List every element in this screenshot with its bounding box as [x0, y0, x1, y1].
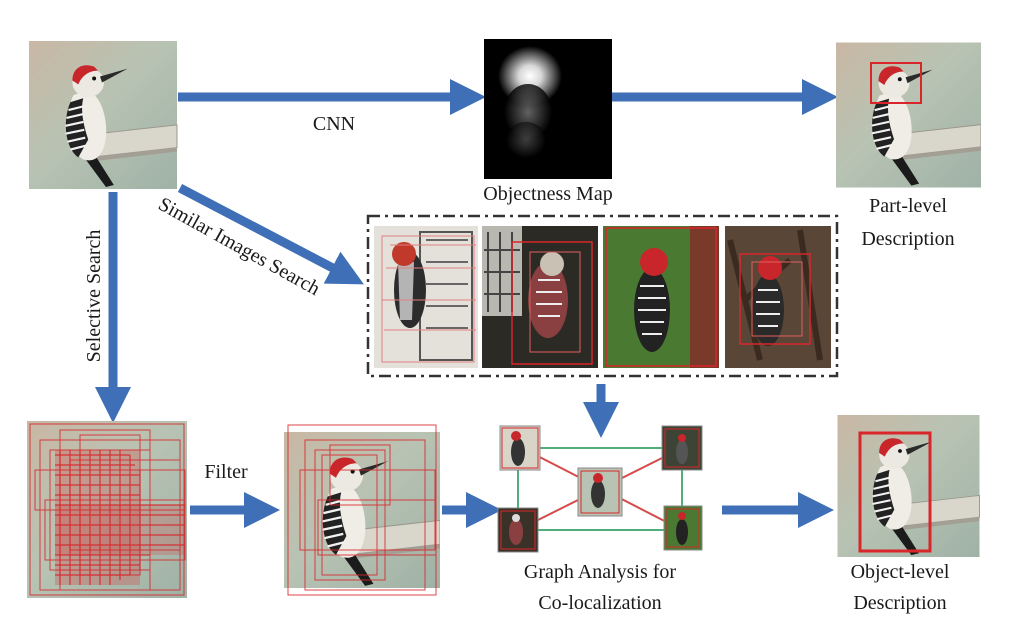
arrow-similar-images	[177, 184, 364, 285]
similar-images-panel	[366, 214, 839, 378]
similar-image-4	[725, 226, 831, 368]
label-object-level-1: Object-level	[851, 561, 950, 583]
objectness-map-image	[484, 39, 612, 179]
label-part-level-1: Part-level	[869, 195, 947, 217]
similar-image-1	[374, 226, 478, 368]
similar-image-3	[603, 226, 719, 368]
label-object-level-2: Description	[853, 592, 946, 614]
label-filter: Filter	[204, 461, 248, 483]
label-selective-search: Selective Search	[83, 230, 105, 363]
label-graph-analysis-1: Graph Analysis for	[524, 561, 677, 583]
object-box	[858, 431, 932, 553]
part-box	[870, 62, 922, 104]
label-cnn: CNN	[313, 113, 355, 135]
input-image	[27, 41, 179, 189]
graph-analysis	[497, 425, 703, 553]
graph-node-3	[497, 507, 539, 553]
filtered-image	[284, 424, 440, 596]
label-part-level-2: Description	[861, 228, 954, 250]
graph-node-1	[499, 425, 541, 471]
label-graph-analysis-2: Co-localization	[538, 592, 661, 614]
arrows	[95, 79, 838, 528]
object-level-image	[836, 415, 981, 557]
similar-image-2	[482, 226, 598, 368]
graph-node-4	[663, 505, 703, 551]
selective-search-image	[27, 421, 187, 598]
graph-node-center	[577, 467, 623, 517]
label-objectness-map: Objectness Map	[483, 183, 612, 205]
graph-node-2	[661, 425, 703, 471]
part-level-image	[836, 41, 981, 189]
